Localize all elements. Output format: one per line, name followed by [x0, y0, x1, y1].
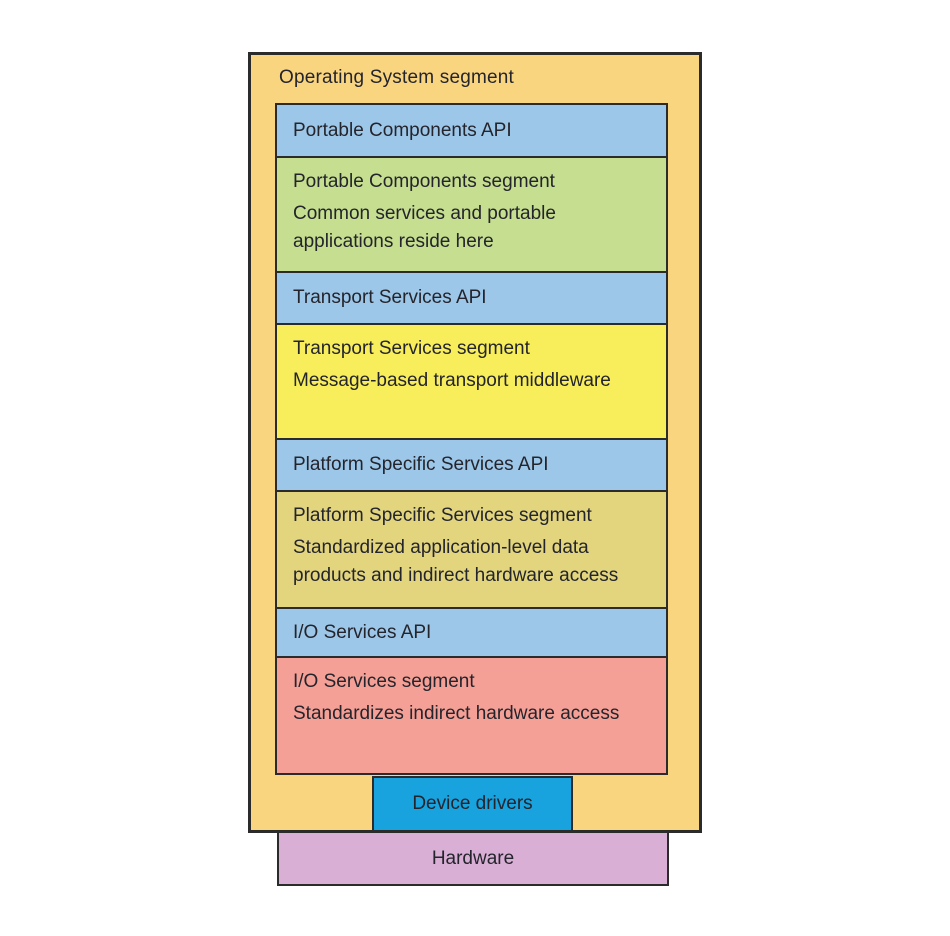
portable-components-segment-body-line: applications reside here [293, 231, 494, 252]
io-services-segment-box: I/O Services segment Standardizes indire… [275, 656, 668, 775]
platform-specific-services-api-label: Platform Specific Services API [293, 454, 549, 475]
transport-services-segment-title: Transport Services segment [293, 338, 530, 359]
platform-specific-services-segment-body-line: Standardized application-level data [293, 537, 589, 558]
device-drivers-box: Device drivers [372, 776, 573, 832]
device-drivers-label: Device drivers [412, 793, 533, 814]
transport-services-segment-body-line: Message-based transport middleware [293, 370, 611, 391]
portable-components-api-bar: Portable Components API [275, 103, 668, 158]
portable-components-segment-body-line: Common services and portable [293, 203, 556, 224]
portable-components-api-label: Portable Components API [293, 119, 512, 141]
hardware-box: Hardware [277, 831, 669, 886]
transport-services-segment-box: Transport Services segment Message-based… [275, 323, 668, 440]
layer-stack: Portable Components API Portable Compone… [275, 103, 668, 775]
io-services-api-bar: I/O Services API [275, 607, 668, 658]
platform-specific-services-api-bar: Platform Specific Services API [275, 438, 668, 492]
io-services-api-label: I/O Services API [293, 621, 432, 643]
portable-components-segment-title: Portable Components segment [293, 171, 555, 192]
transport-services-api-label: Transport Services API [293, 287, 487, 308]
io-services-segment-title: I/O Services segment [293, 671, 475, 692]
operating-system-segment-label: Operating System segment [279, 67, 515, 88]
io-services-segment-body-line: Standardizes indirect hardware access [293, 703, 620, 724]
platform-specific-services-segment-body-line: products and indirect hardware access [293, 565, 619, 586]
portable-components-segment-box: Portable Components segment Common servi… [275, 156, 668, 273]
hardware-label: Hardware [431, 847, 515, 869]
transport-services-api-bar: Transport Services API [275, 271, 668, 325]
platform-specific-services-segment-title: Platform Specific Services segment [293, 505, 592, 526]
platform-specific-services-segment-box: Platform Specific Services segment Stand… [275, 490, 668, 609]
